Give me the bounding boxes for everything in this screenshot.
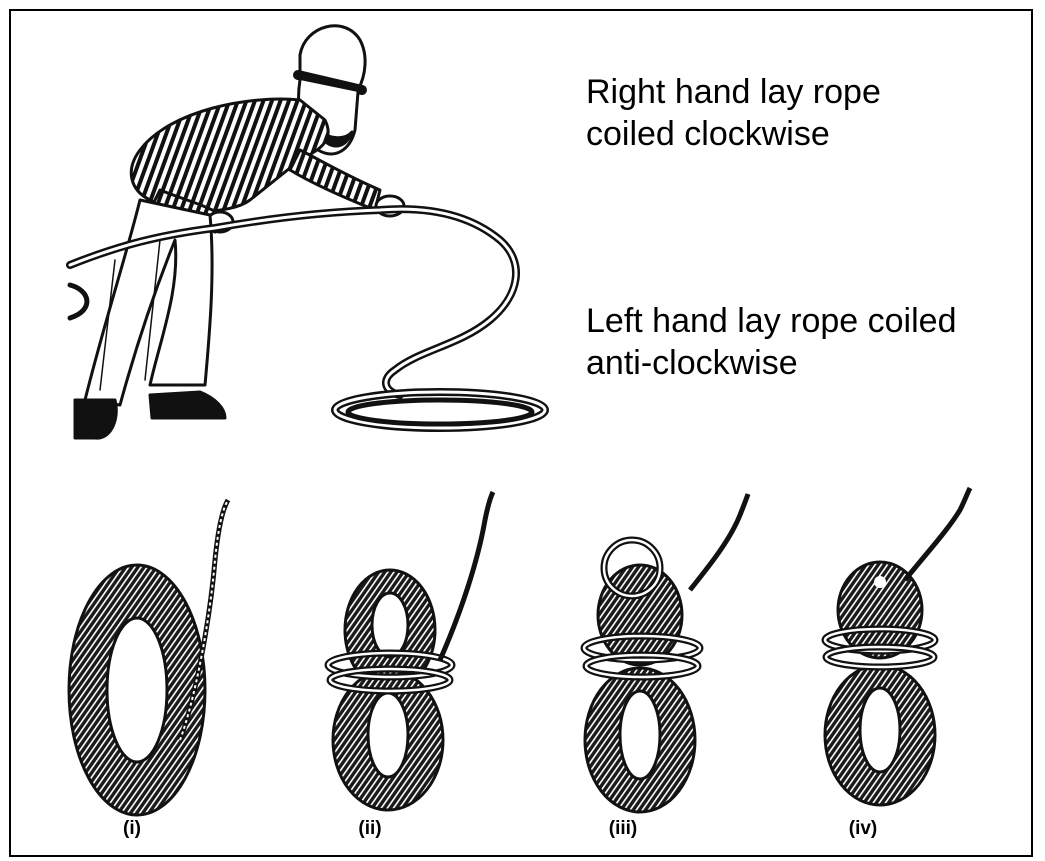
caption-left-hand-line2: anti-clockwise: [586, 342, 956, 384]
rope-coil-step-4: [825, 488, 970, 805]
man-coiling-rope-illustration: [70, 26, 545, 438]
caption-left-hand-lay: Left hand lay rope coiled anti-clockwise: [586, 300, 956, 384]
step-label-i: (i): [92, 818, 172, 840]
caption-left-hand-line1: Left hand lay rope coiled: [586, 300, 956, 342]
rope-coil-step-2: [328, 492, 493, 810]
caption-right-hand-lay: Right hand lay rope coiled clockwise: [586, 71, 881, 155]
step-label-ii: (ii): [330, 818, 410, 840]
step-label-iii: (iii): [583, 818, 663, 840]
caption-right-hand-line2: coiled clockwise: [586, 113, 881, 155]
rope-coil-step-3: [584, 494, 748, 812]
rope-coil-step-1: [69, 500, 228, 815]
caption-right-hand-line1: Right hand lay rope: [586, 71, 881, 113]
step-label-iv: (iv): [823, 818, 903, 840]
